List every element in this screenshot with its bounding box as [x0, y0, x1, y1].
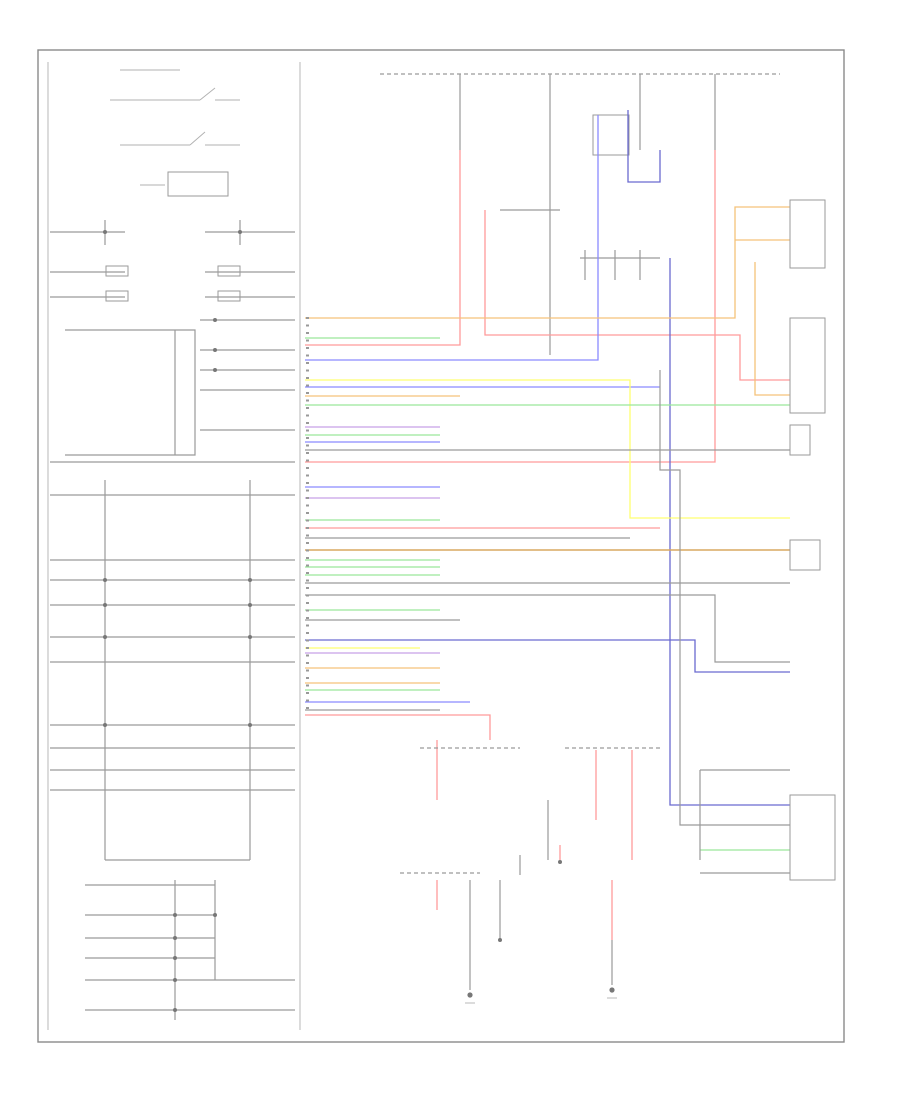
pin-tick: [306, 332, 309, 334]
pin-tick: [306, 519, 309, 522]
pin-tick: [306, 699, 309, 702]
power-distribution-section: [380, 73, 780, 355]
pin-tick: [306, 504, 309, 507]
pin-tick: [306, 377, 309, 379]
pin-tick: [306, 452, 309, 454]
pin-tick: [306, 587, 309, 589]
pin-tick: [306, 324, 309, 327]
pin-tick: [306, 684, 309, 687]
pin-tick: [306, 354, 309, 357]
pin-tick: [306, 369, 309, 372]
pin-tick: [306, 474, 309, 477]
pin-tick: [306, 429, 309, 432]
pin-tick: [306, 639, 309, 642]
diagram-frame: [37, 49, 845, 1043]
pin-tick: [306, 512, 309, 514]
pin-tick: [306, 489, 309, 492]
pin-tick: [306, 347, 309, 349]
right-components: [699, 199, 836, 881]
pin-tick: [306, 467, 309, 469]
pin-tick: [306, 572, 309, 574]
pin-tick: [306, 579, 309, 582]
pin-tick: [306, 617, 309, 619]
pin-tick: [306, 482, 309, 484]
pin-tick: [306, 549, 309, 552]
pin-tick: [306, 669, 309, 672]
pin-tick: [306, 564, 309, 567]
connector-pin-ticks: [306, 317, 309, 709]
pin-tick: [306, 707, 309, 709]
pin-tick: [306, 407, 309, 409]
pin-tick: [306, 459, 309, 462]
pin-tick: [306, 399, 309, 402]
pin-tick: [306, 384, 309, 387]
pin-tick: [306, 444, 309, 447]
pin-tick: [306, 497, 309, 499]
pin-tick: [306, 654, 309, 657]
pin-tick: [306, 339, 309, 342]
pin-tick: [306, 692, 309, 694]
pin-tick: [306, 392, 309, 394]
pin-tick: [306, 662, 309, 664]
pin-tick: [306, 542, 309, 544]
colored-wires: [305, 110, 790, 940]
pin-tick: [306, 594, 309, 597]
pin-tick: [306, 317, 309, 319]
pin-tick: [306, 437, 309, 439]
pin-tick: [306, 677, 309, 679]
pin-tick: [306, 557, 309, 559]
pin-tick: [306, 632, 309, 634]
pin-tick: [306, 647, 309, 649]
pin-tick: [306, 422, 309, 424]
pin-tick: [306, 624, 309, 627]
pin-tick: [306, 362, 309, 364]
pin-tick: [306, 602, 309, 604]
ground-section: [400, 747, 660, 1004]
pin-tick: [306, 414, 309, 417]
pin-tick: [306, 527, 309, 529]
instrument-cluster-section: [47, 62, 301, 1030]
pin-tick: [306, 609, 309, 612]
pin-tick: [306, 534, 309, 537]
